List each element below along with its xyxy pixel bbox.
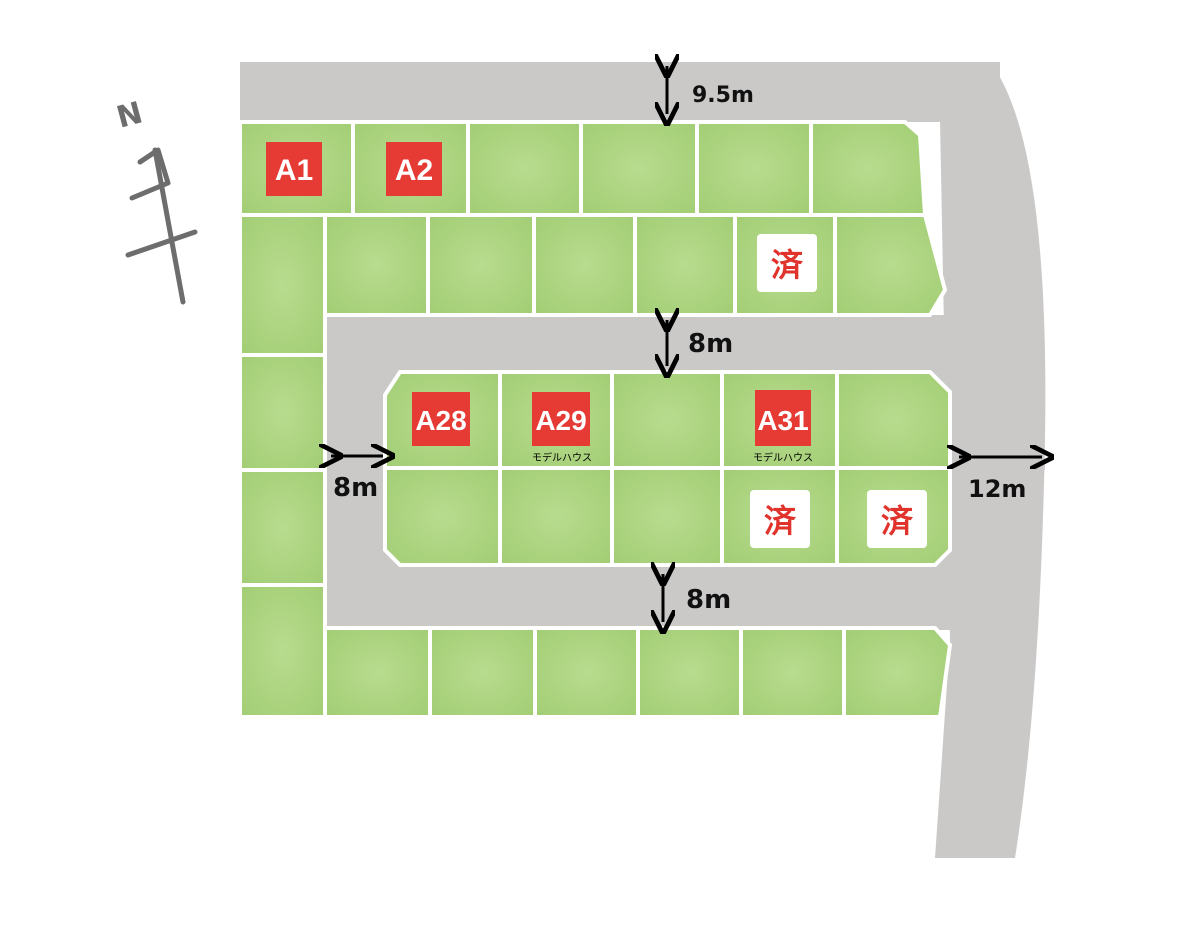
lot[interactable] bbox=[383, 466, 502, 567]
lot[interactable] bbox=[533, 626, 640, 719]
west-road-width: 8m bbox=[333, 473, 378, 503]
lot-label-a28: A28 bbox=[415, 405, 466, 436]
lot[interactable] bbox=[532, 213, 637, 317]
lot[interactable] bbox=[695, 120, 813, 217]
sold-badge-text: 済 bbox=[771, 246, 804, 284]
lot[interactable] bbox=[238, 353, 327, 472]
lot-label-bg bbox=[755, 390, 811, 446]
lot[interactable] bbox=[428, 626, 537, 719]
lot-label-a31: A31 bbox=[757, 405, 808, 436]
lot[interactable] bbox=[238, 213, 327, 357]
lot[interactable] bbox=[610, 370, 724, 470]
lot[interactable] bbox=[633, 213, 737, 317]
lot-label-bg bbox=[386, 142, 442, 196]
middle-road-width: 8m bbox=[688, 329, 733, 359]
lot[interactable] bbox=[579, 120, 699, 217]
sold-badge-text: 済 bbox=[764, 502, 797, 540]
lot[interactable] bbox=[498, 466, 614, 567]
lot[interactable] bbox=[739, 626, 846, 719]
south-road-width: 8m bbox=[686, 585, 731, 615]
east-road-width: 12m bbox=[968, 475, 1026, 503]
lot-label-a29: A29 bbox=[535, 405, 586, 436]
lot[interactable] bbox=[323, 213, 430, 317]
model-house-label: モデルハウス bbox=[532, 451, 592, 464]
sold-badges: 済 済 済 bbox=[750, 234, 927, 548]
lot-labels: A1 A2 A28 A29 モデルハウス A31 モデルハウス bbox=[266, 142, 813, 464]
lot-label-bg bbox=[412, 392, 470, 446]
model-house-label: モデルハウス bbox=[753, 451, 813, 464]
north-compass-icon: N bbox=[113, 95, 198, 305]
lot-label-a1: A1 bbox=[275, 154, 313, 187]
sold-badge-text: 済 bbox=[881, 502, 914, 540]
lot[interactable] bbox=[238, 583, 327, 719]
sold-badge bbox=[757, 234, 817, 292]
lot[interactable] bbox=[636, 626, 743, 719]
lot[interactable] bbox=[809, 120, 928, 217]
sold-badge bbox=[867, 490, 927, 548]
compass-north-label: N bbox=[113, 95, 146, 135]
lot-label-bg bbox=[266, 142, 322, 196]
lot[interactable] bbox=[720, 466, 839, 567]
lot[interactable] bbox=[323, 626, 432, 719]
lot[interactable] bbox=[842, 626, 953, 719]
dimension-labels: 9.5m 8m 8m 8m 12m bbox=[333, 83, 1026, 615]
lot[interactable] bbox=[833, 213, 948, 317]
lot[interactable] bbox=[835, 370, 952, 470]
dimension-markers bbox=[331, 66, 1042, 622]
lot-label-a2: A2 bbox=[395, 154, 433, 187]
lot-a2[interactable] bbox=[351, 120, 470, 217]
lot[interactable] bbox=[238, 468, 327, 587]
north-road-width: 9.5m bbox=[692, 83, 754, 108]
sold-badge bbox=[750, 490, 810, 548]
lot[interactable] bbox=[610, 466, 724, 567]
lot[interactable] bbox=[426, 213, 536, 317]
lot-label-bg bbox=[532, 392, 590, 446]
lot[interactable] bbox=[466, 120, 583, 217]
